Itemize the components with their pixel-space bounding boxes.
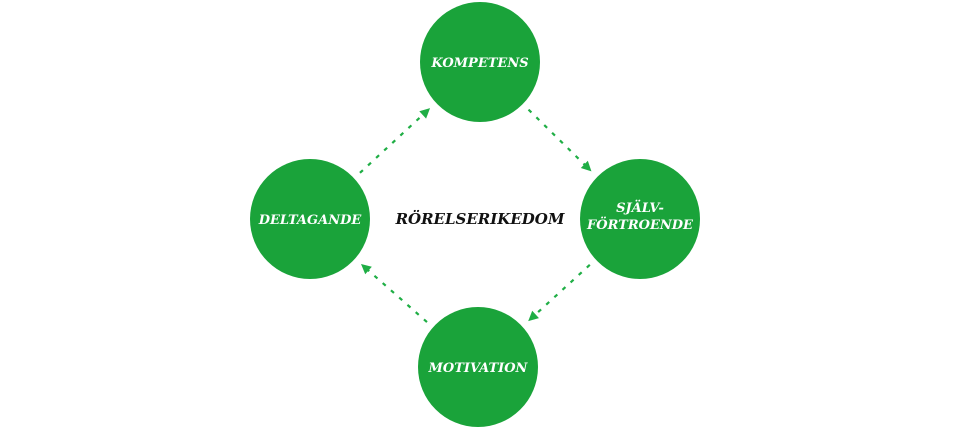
edge-sjalvfortroende-to-motivation xyxy=(531,264,591,318)
arrowhead-icon xyxy=(580,160,592,172)
arrowhead-icon xyxy=(419,108,431,119)
node-label: KOMPETENS xyxy=(430,56,528,71)
node-circle xyxy=(250,159,370,279)
node-deltagande: DELTAGANDE xyxy=(250,159,370,279)
arrowhead-icon xyxy=(361,263,372,275)
edge-motivation-to-deltagande xyxy=(364,267,428,323)
node-label-line-1: SJÄLV- xyxy=(616,200,664,216)
node-label: MOTIVATION xyxy=(428,361,529,376)
node-motivation: MOTIVATION xyxy=(418,307,538,427)
node-circle xyxy=(580,159,700,279)
edge-kompetens-to-sjalvfortroende xyxy=(527,108,588,168)
node-kompetens: KOMPETENS xyxy=(420,2,540,122)
arrowhead-icon xyxy=(528,310,539,322)
node-circle xyxy=(420,2,540,122)
node-label: DELTAGANDE xyxy=(258,213,363,228)
edge-deltagande-to-kompetens xyxy=(359,111,427,174)
center-title: RÖRELSERIKEDOM xyxy=(395,209,565,228)
node-sjalvfortroende: SJÄLV- FÖRTROENDE xyxy=(580,159,700,279)
node-label-line-2: FÖRTROENDE xyxy=(586,216,694,233)
node-circle xyxy=(418,307,538,427)
